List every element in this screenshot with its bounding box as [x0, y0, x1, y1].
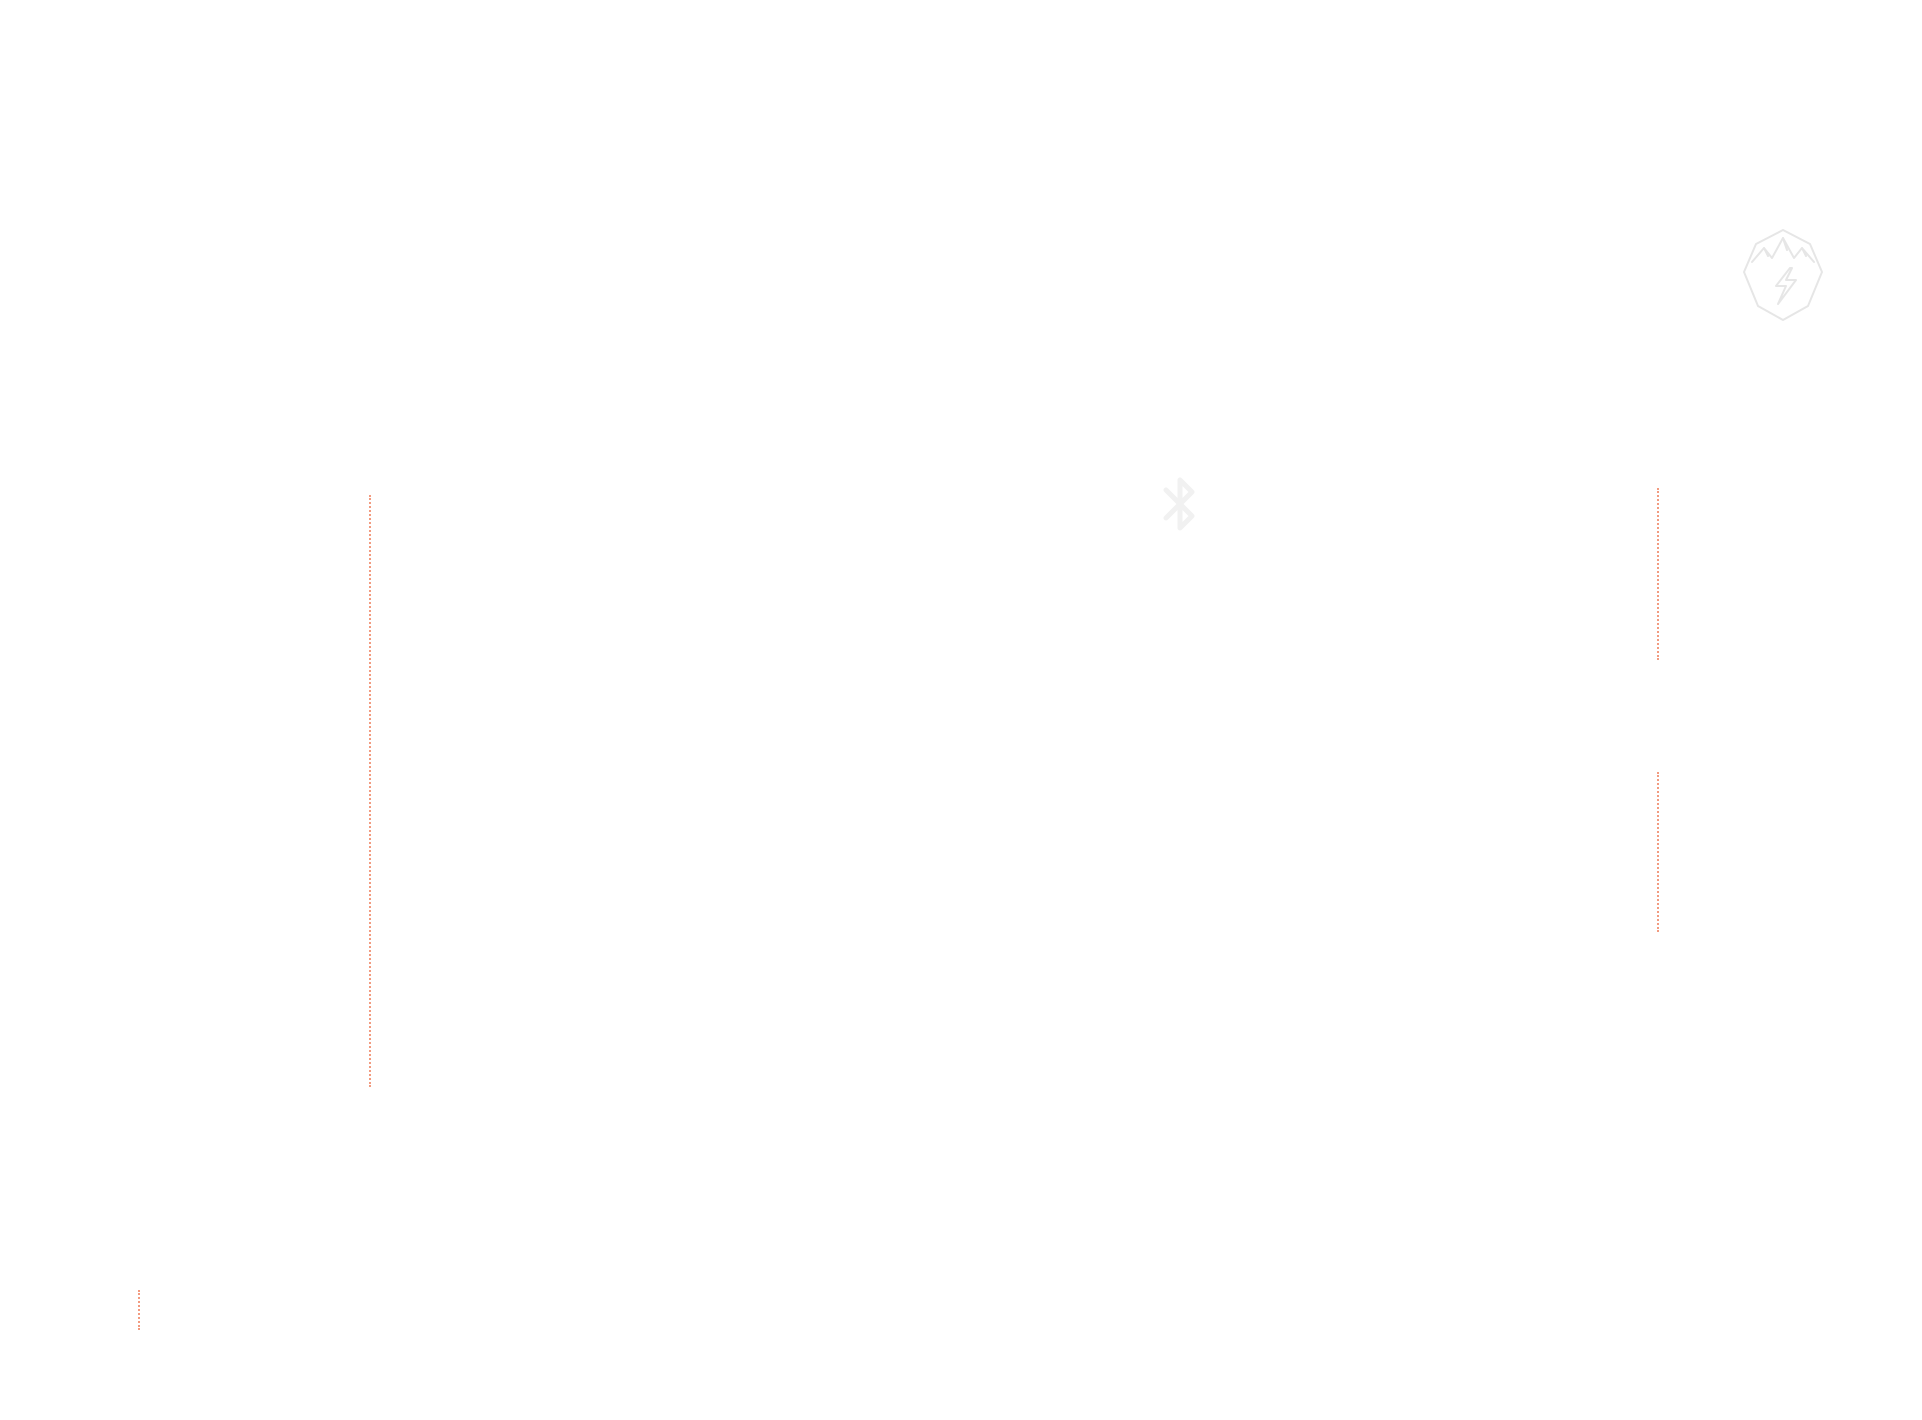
- bluetooth-icon: [1163, 477, 1195, 531]
- right-middle-dotted-guide: [1657, 772, 1659, 932]
- left-dotted-guide: [369, 495, 371, 1087]
- right-upper-dotted-guide: [1657, 488, 1659, 660]
- mountain-lightning-badge-icon: [1743, 229, 1823, 321]
- bottom-left-dotted-guide: [138, 1290, 140, 1330]
